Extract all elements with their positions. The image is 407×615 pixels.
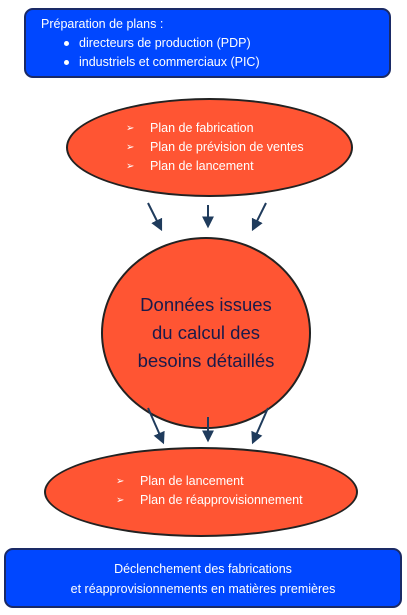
down-arrow-icon bbox=[147, 202, 163, 232]
launch-list: ➢Plan de lancement ➢Plan de réapprovisio… bbox=[116, 472, 356, 510]
bullet-dot-icon bbox=[64, 60, 69, 65]
preparation-title: Préparation de plans : bbox=[41, 17, 164, 31]
preparation-list: directeurs de production (PDP) industrie… bbox=[41, 34, 389, 72]
calculation-line: besoins détaillés bbox=[137, 350, 275, 371]
plans-item: ➢Plan de lancement bbox=[126, 157, 351, 176]
plans-item: ➢Plan de fabrication bbox=[126, 119, 351, 138]
plans-item: ➢Plan de prévision de ventes bbox=[126, 138, 351, 157]
arrow-bullet-icon: ➢ bbox=[116, 476, 125, 487]
down-arrow-icon bbox=[251, 407, 269, 445]
trigger-box: Déclenchement des fabrications et réappr… bbox=[4, 548, 402, 608]
launch-item: ➢Plan de lancement bbox=[116, 472, 356, 491]
trigger-line: et réapprovisionnements en matières prem… bbox=[70, 582, 336, 596]
bullet-dot-icon bbox=[64, 41, 69, 46]
preparation-item: directeurs de production (PDP) bbox=[41, 34, 389, 53]
launch-ellipse: ➢Plan de lancement ➢Plan de réapprovisio… bbox=[44, 447, 358, 537]
trigger-line: Déclenchement des fabrications bbox=[114, 562, 292, 576]
arrow-bullet-icon: ➢ bbox=[126, 161, 135, 172]
preparation-item: industriels et commerciaux (PIC) bbox=[41, 53, 389, 72]
calculation-line: Données issues bbox=[140, 294, 272, 315]
preparation-box: Préparation de plans : directeurs de pro… bbox=[24, 8, 391, 78]
arrow-bullet-icon: ➢ bbox=[126, 142, 135, 153]
arrow-bullet-icon: ➢ bbox=[116, 495, 125, 506]
arrow-bullet-icon: ➢ bbox=[126, 123, 135, 134]
down-arrow-icon bbox=[251, 202, 267, 232]
calculation-line: du calcul des bbox=[152, 322, 260, 343]
calculation-circle: Données issues du calcul des besoins dét… bbox=[101, 237, 311, 429]
down-arrow-icon bbox=[147, 407, 165, 445]
plans-ellipse: ➢Plan de fabrication ➢Plan de prévision … bbox=[66, 98, 353, 197]
launch-item: ➢Plan de réapprovisionnement bbox=[116, 491, 356, 510]
plans-list: ➢Plan de fabrication ➢Plan de prévision … bbox=[126, 119, 351, 176]
